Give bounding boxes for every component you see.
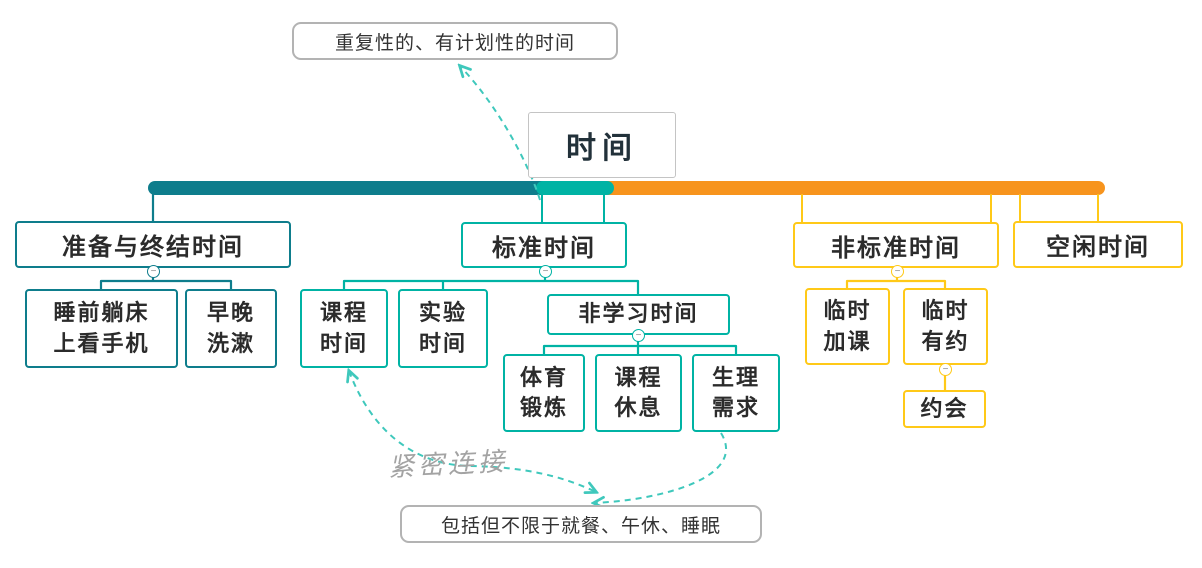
bracket-standard-children (342, 268, 640, 296)
topic-physio-needs-label: 生理 需求 (711, 364, 760, 420)
topic-appointment[interactable]: 临时 有约 (903, 288, 988, 365)
branch-bar-orange (600, 181, 1105, 195)
topic-nonstandard[interactable]: 非标准时间 (793, 222, 999, 268)
topic-class-break-label: 课程 休息 (614, 364, 663, 420)
topic-date-label: 约会 (920, 395, 969, 421)
topic-sport-label: 体育 锻炼 (519, 364, 568, 420)
topic-physio-needs[interactable]: 生理 需求 (692, 354, 780, 432)
topic-prep-label: 准备与终结时间 (62, 234, 244, 261)
topic-free-label: 空闲时间 (1046, 234, 1150, 261)
collapse-button-appointment[interactable]: − (939, 363, 952, 376)
collapse-minus-icon: − (942, 363, 949, 375)
branch-bar-teal-dark (148, 181, 552, 195)
collapse-button-prep[interactable]: − (147, 265, 160, 278)
relationship-label[interactable]: 紧密连接 (387, 441, 509, 484)
floating-note-top-label: 重复性的、有计划性的时间 (334, 32, 575, 54)
branch-bar-teal (536, 181, 614, 195)
connector-free (1019, 194, 1099, 222)
topic-nonstudy-time[interactable]: 非学习时间 (547, 294, 730, 335)
topic-extra-class-label: 临时 加课 (823, 298, 872, 354)
topic-washing-label: 早晚 洗漱 (206, 300, 255, 356)
topic-prep[interactable]: 准备与终结时间 (15, 221, 291, 268)
connector-nonstandard (801, 194, 992, 223)
collapse-minus-icon: − (894, 265, 901, 277)
root-topic[interactable]: 时间 (528, 112, 676, 178)
relationship-line-bottom-note[interactable] (594, 432, 728, 503)
topic-experiment-time[interactable]: 实验 时间 (398, 289, 488, 368)
root-topic-label: 时间 (566, 132, 638, 165)
topic-experiment-time-label: 实验 时间 (418, 300, 467, 356)
collapse-button-nonstandard[interactable]: − (891, 265, 904, 278)
collapse-minus-icon: − (635, 329, 642, 341)
topic-nonstudy-time-label: 非学习时间 (578, 301, 699, 327)
topic-class-break[interactable]: 课程 休息 (595, 354, 682, 432)
floating-note-top[interactable]: 重复性的、有计划性的时间 (292, 22, 618, 60)
collapse-button-nonstudy[interactable]: − (632, 329, 645, 342)
topic-appointment-label: 临时 有约 (921, 298, 970, 354)
topic-phone-in-bed[interactable]: 睡前躺床 上看手机 (25, 289, 178, 368)
floating-note-bottom[interactable]: 包括但不限于就餐、午休、睡眠 (400, 505, 762, 543)
collapse-button-standard[interactable]: − (539, 265, 552, 278)
relationship-label-text: 紧密连接 (387, 445, 509, 483)
collapse-minus-icon: − (150, 265, 157, 277)
topic-course-time[interactable]: 课程 时间 (300, 289, 388, 368)
topic-washing[interactable]: 早晚 洗漱 (185, 289, 277, 368)
topic-date[interactable]: 约会 (903, 390, 986, 428)
floating-note-bottom-label: 包括但不限于就餐、午休、睡眠 (440, 515, 721, 537)
collapse-minus-icon: − (542, 265, 549, 277)
topic-phone-in-bed-label: 睡前躺床 上看手机 (53, 300, 150, 356)
topic-nonstandard-label: 非标准时间 (831, 234, 961, 262)
topic-sport[interactable]: 体育 锻炼 (503, 354, 585, 432)
topic-standard[interactable]: 标准时间 (461, 222, 627, 268)
topic-free[interactable]: 空闲时间 (1013, 221, 1183, 268)
bracket-prep-children (99, 268, 233, 291)
topic-course-time-label: 课程 时间 (319, 300, 368, 356)
topic-extra-class[interactable]: 临时 加课 (805, 288, 890, 365)
topic-standard-label: 标准时间 (492, 234, 596, 262)
connector-standard (541, 194, 605, 223)
